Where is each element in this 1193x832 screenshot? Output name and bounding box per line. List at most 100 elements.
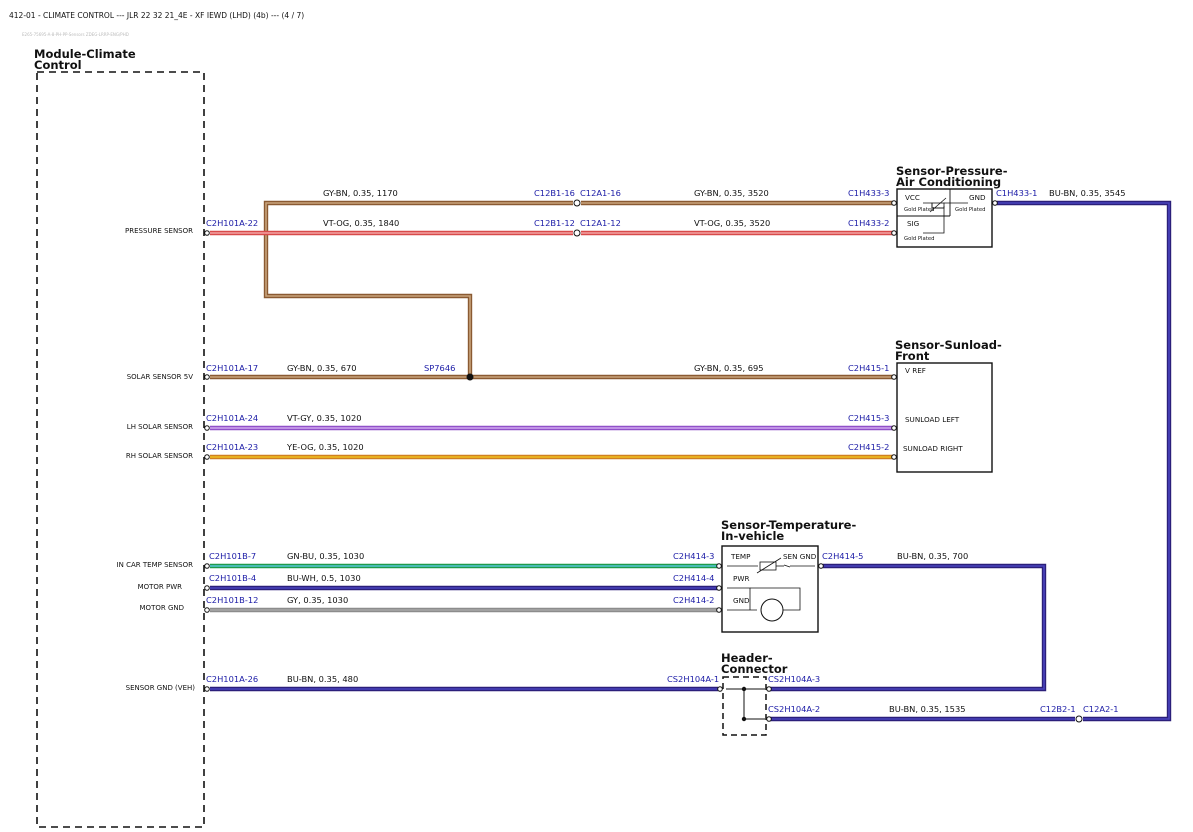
wire-label-vtog-1840: VT-OG, 0.35, 1840	[323, 218, 399, 228]
sunload-sensor-title-line2: Front	[895, 349, 930, 363]
signal-sensor-gnd-veh: SENSOR GND (VEH)	[126, 684, 196, 692]
pin-c12b1-16: C12B1-16	[534, 188, 575, 198]
terminal-markers	[204, 199, 1083, 723]
temp-sensor-sen-gnd: SEN GND	[783, 552, 817, 561]
pin-c12b1-12: C12B1-12	[534, 218, 575, 228]
terminal-pin	[716, 563, 722, 569]
motor-icon	[727, 587, 801, 622]
signal-lh-solar-sensor: LH SOLAR SENSOR	[127, 423, 193, 431]
pin-c2h101a-26: C2H101A-26	[206, 674, 258, 684]
pin-c12a2-1: C12A2-1	[1083, 704, 1119, 714]
terminal-pin	[573, 229, 581, 237]
terminal-pin	[204, 425, 210, 431]
terminal-pin	[573, 199, 581, 207]
sunload-sensor-left: SUNLOAD LEFT	[905, 415, 960, 424]
page-header-title: 412-01 - CLIMATE CONTROL --- JLR 22 32 2…	[9, 11, 304, 20]
pin-c2h415-1: C2H415-1	[848, 363, 889, 373]
wire-gybn-1170	[263, 200, 573, 377]
terminal-pin	[716, 585, 722, 591]
terminal-pin	[204, 607, 210, 613]
module-title-line2: Control	[34, 58, 82, 72]
terminal-pin	[716, 607, 722, 613]
pressure-transducer-icon	[923, 197, 968, 234]
pressure-sensor-title-line2: Air Conditioning	[896, 175, 1001, 189]
sunload-sensor-vref: V REF	[905, 366, 926, 375]
pin-c2h414-2: C2H414-2	[673, 595, 714, 605]
pin-sp7646: SP7646	[424, 363, 455, 373]
signal-solar-sensor-5v: SOLAR SENSOR 5V	[127, 373, 193, 381]
pin-c2h101a-17: C2H101A-17	[206, 363, 258, 373]
wire-label-vtgy-1020: VT-GY, 0.35, 1020	[287, 413, 362, 423]
sensor-sunload-front: Sensor-Sunload- Front V REF SUNLOAD LEFT…	[895, 338, 1002, 473]
wire-label-vtog-3520: VT-OG, 0.35, 3520	[694, 218, 770, 228]
pin-c2h414-3: C2H414-3	[673, 551, 714, 561]
pin-c2h101b-4: C2H101B-4	[209, 573, 256, 583]
signal-pressure-sensor: PRESSURE SENSOR	[125, 227, 193, 235]
pin-c1h433-3: C1H433-3	[848, 188, 889, 198]
terminal-pin	[204, 686, 210, 692]
pin-cs2h104a-3: CS2H104A-3	[768, 674, 820, 684]
header-connector-title-line1: Header-	[721, 651, 773, 665]
wire-label-gybn-3520: GY-BN, 0.35, 3520	[694, 188, 769, 198]
terminal-pin	[891, 425, 897, 431]
terminal-pin	[891, 200, 897, 206]
page-header-subtitle: E265-75695-A-8-PH-PP-Sensors ZDEG-LRRP-E…	[22, 32, 129, 37]
pin-c12a1-12: C12A1-12	[580, 218, 621, 228]
thermistor-icon	[727, 557, 815, 574]
pin-c2h101b-7: C2H101B-7	[209, 551, 256, 561]
pin-c2h101a-23: C2H101A-23	[206, 442, 258, 452]
sensor-pressure-air-conditioning: Sensor-Pressure- Air Conditioning VCC GN…	[896, 164, 1008, 248]
pressure-sensor-gnd: GND	[969, 193, 986, 202]
wire-label-buwh-1030: BU-WH, 0.5, 1030	[287, 573, 361, 583]
sensor-temperature-in-vehicle: Sensor-Temperature- In-vehicle TEMP SEN …	[721, 518, 856, 633]
wire-label-bubn-3545: BU-BN, 0.35, 3545	[1049, 188, 1126, 198]
sunload-sensor-right: SUNLOAD RIGHT	[903, 444, 963, 453]
pressure-sensor-title-line1: Sensor-Pressure-	[896, 164, 1008, 178]
temp-sensor-title-line2: In-vehicle	[721, 529, 784, 543]
wire-bubn-700-stripe	[770, 565, 1045, 690]
terminal-pin	[818, 563, 824, 569]
terminal-pin	[204, 563, 210, 569]
wire-label-gybn-1170: GY-BN, 0.35, 1170	[323, 188, 398, 198]
pin-c2h101a-24: C2H101A-24	[206, 413, 258, 423]
terminal-pin	[766, 716, 772, 722]
sunload-sensor-box	[896, 362, 993, 473]
terminal-pin	[992, 200, 998, 206]
wire-label-bubn-480: BU-BN, 0.35, 480	[287, 674, 358, 684]
temp-sensor-temp: TEMP	[730, 552, 751, 561]
pin-c2h415-2: C2H415-2	[848, 442, 889, 452]
terminal-pin	[1075, 715, 1083, 723]
wire-bubn-3545	[997, 200, 1172, 722]
header-connector: Header- Connector	[721, 651, 788, 736]
module-dashed-outline	[36, 71, 205, 828]
pin-c2h101a-22: C2H101A-22	[206, 218, 258, 228]
wire-label-gybn-670: GY-BN, 0.35, 670	[287, 363, 357, 373]
pin-c1h433-1: C1H433-1	[996, 188, 1037, 198]
temp-sensor-pwr: PWR	[733, 574, 749, 583]
signal-rh-solar-sensor: RH SOLAR SENSOR	[126, 452, 193, 460]
wire-label-bubn-700: BU-BN, 0.35, 700	[897, 551, 968, 561]
pressure-sensor-sig: SIG	[907, 219, 919, 228]
terminal-pin	[204, 585, 210, 591]
terminal-pin	[891, 454, 897, 460]
terminal-pin	[891, 374, 897, 380]
pressure-sensor-vcc: VCC	[905, 193, 920, 202]
pressure-sensor-box	[896, 188, 993, 248]
sunload-sensor-title-line1: Sensor-Sunload-	[895, 338, 1002, 352]
signal-in-car-temp-sensor: IN CAR TEMP SENSOR	[117, 561, 194, 569]
pin-c1h433-2: C1H433-2	[848, 218, 889, 228]
pin-c2h101b-12: C2H101B-12	[206, 595, 258, 605]
terminal-pin	[891, 230, 897, 236]
pressure-sensor-gold-plated-3: Gold Plated	[904, 236, 934, 242]
wire-label-gnbu-1030: GN-BU, 0.35, 1030	[287, 551, 364, 561]
pin-c2h414-5: C2H414-5	[822, 551, 863, 561]
wire-bubn-3545-stripe	[997, 202, 1170, 720]
pin-c12a1-16: C12A1-16	[580, 188, 621, 198]
terminal-pin	[717, 686, 723, 692]
pressure-sensor-gold-plated-1: Gold Plated	[904, 207, 934, 213]
signal-motor-pwr: MOTOR PWR	[138, 583, 183, 591]
temp-sensor-gnd: GND	[733, 596, 750, 605]
pin-c12b2-1: C12B2-1	[1040, 704, 1076, 714]
splice-sp7646	[466, 373, 474, 381]
temp-sensor-title-line1: Sensor-Temperature-	[721, 518, 856, 532]
